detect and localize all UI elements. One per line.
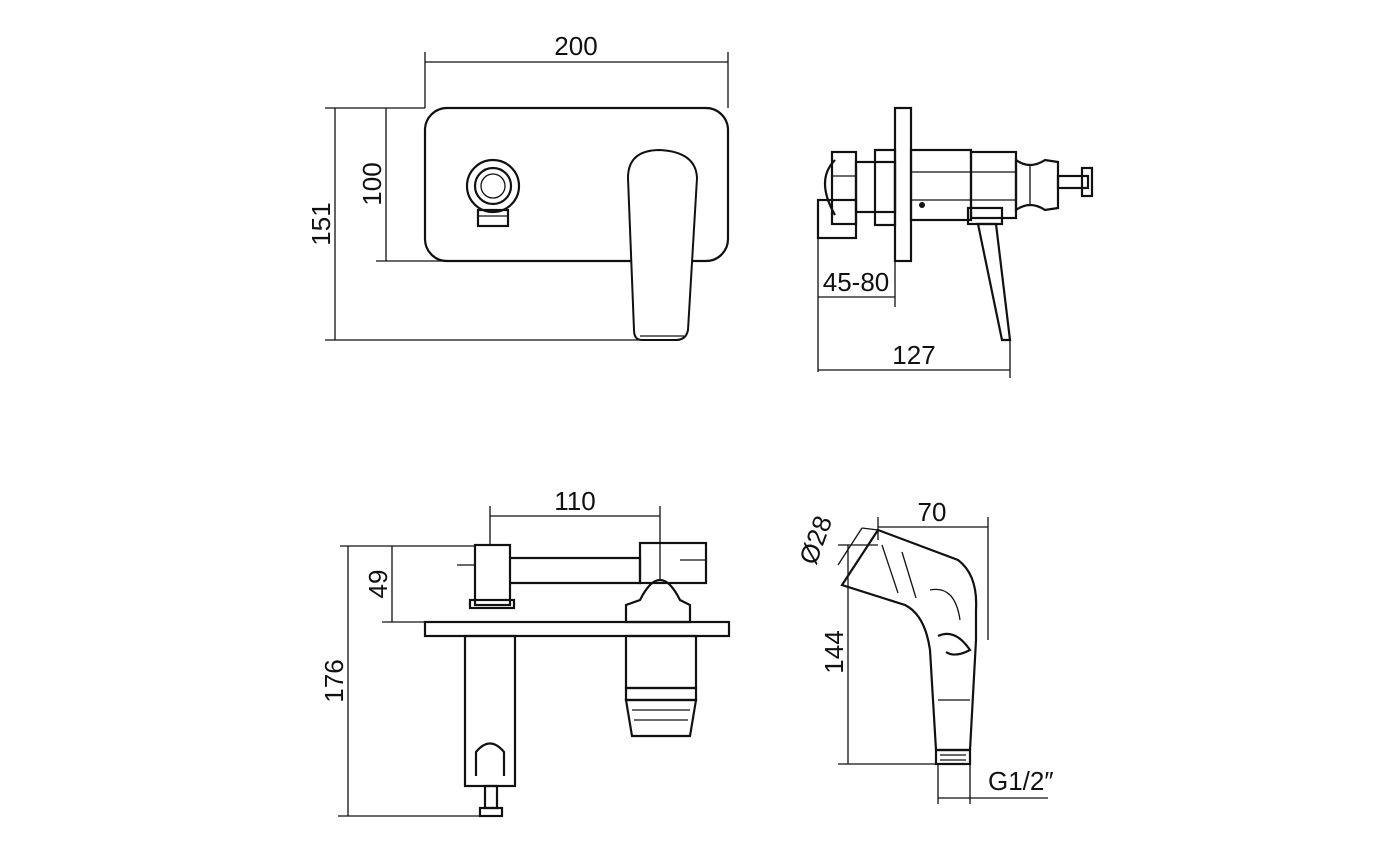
dim-line-d28 bbox=[837, 527, 863, 566]
dim-label-127: 127 bbox=[892, 340, 935, 370]
dim-label-144: 144 bbox=[819, 630, 849, 673]
dim-label-g12: G1/2″ bbox=[988, 766, 1054, 796]
dim-label-200: 200 bbox=[554, 31, 597, 61]
dim-label-45-80: 45-80 bbox=[823, 267, 890, 297]
dim-label-70: 70 bbox=[918, 497, 947, 527]
shower-head bbox=[840, 528, 978, 752]
side-cover-plate bbox=[893, 106, 913, 263]
side-lever bbox=[976, 222, 1012, 342]
dim-label-d28: Ø28 bbox=[793, 512, 838, 568]
dim-label-49: 49 bbox=[363, 570, 393, 599]
dim-label-100: 100 bbox=[357, 162, 387, 205]
top-view: 110 49 176 bbox=[319, 486, 731, 818]
shower-head-view: Ø28 70 144 G1/2″ bbox=[793, 497, 1054, 804]
dim-label-151: 151 bbox=[306, 202, 336, 245]
diverter-knob bbox=[465, 158, 521, 228]
lever-handle bbox=[626, 148, 699, 341]
thread-connector bbox=[934, 748, 972, 766]
front-view: 200 100 151 bbox=[306, 31, 730, 341]
dim-label-176: 176 bbox=[319, 659, 349, 702]
dim-label-110: 110 bbox=[554, 486, 595, 516]
top-cover-plate bbox=[423, 620, 731, 638]
side-knob bbox=[824, 159, 836, 216]
hose-holder bbox=[463, 634, 517, 788]
side-view: 45-80 127 bbox=[816, 106, 1094, 378]
front-cover-plate bbox=[423, 106, 730, 263]
